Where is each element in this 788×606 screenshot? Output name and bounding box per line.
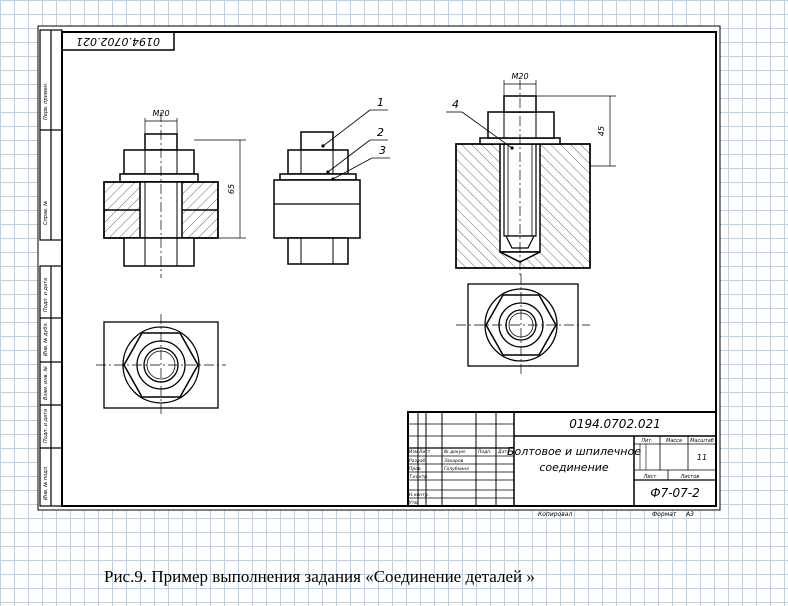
figure-caption: Рис.9. Пример выполнения задания «Соедин…	[104, 567, 535, 586]
side-label-6: Подп. и дата	[43, 409, 49, 443]
col-izm: Изм	[409, 449, 419, 455]
dim-m20-left	[144, 118, 178, 134]
dim-65	[194, 139, 246, 239]
col-doc: № докум.	[443, 449, 466, 455]
dim-45	[536, 95, 616, 167]
callout-2: 2	[377, 126, 384, 139]
scale-label: Масштаб	[690, 438, 714, 444]
row-check-name: Голубкина	[444, 466, 469, 472]
dim-m20-right-label: M20	[511, 72, 528, 81]
side-label-2: Справ. №	[43, 201, 49, 225]
top-stamp-code: 0194.0702.021	[76, 35, 160, 48]
sheets-value: 11	[697, 453, 707, 462]
col-list: Лист	[418, 449, 431, 455]
group-code: Ф7-07-2	[650, 486, 700, 500]
sheet-count-label: Лист	[643, 474, 658, 480]
top-stamp-box: 0194.0702.021	[61, 31, 175, 51]
side-stamp-column	[39, 29, 63, 507]
callout-dot-1	[321, 144, 325, 148]
stud-section-view	[455, 95, 591, 269]
title-block	[407, 411, 717, 507]
side-label-7: Инв. № подл.	[43, 466, 49, 501]
row-tcontrol: Т.контр.	[409, 474, 429, 480]
format-label: Формат	[652, 511, 677, 518]
bolt-exterior-view	[273, 131, 361, 265]
dim-65-label: 65	[227, 184, 236, 194]
dim-m20-right	[503, 80, 537, 96]
side-label-1: Перв. примен.	[43, 82, 49, 120]
side-label-5: Взам. инв. №	[43, 366, 49, 400]
drawing-sheet: Перв. примен. Справ. № Подп. и дата Инв.…	[37, 25, 721, 518]
dim-45-label: 45	[597, 126, 606, 136]
mass-label: Масса	[666, 438, 682, 444]
callout-3: 3	[379, 144, 386, 157]
lit-label: Лит.	[640, 438, 653, 444]
callout-1: 1	[377, 96, 384, 109]
side-label-3: Подп. и дата	[43, 278, 49, 312]
title-line-2: соединение	[539, 461, 609, 474]
sheets-label: Листов	[680, 474, 700, 480]
callout-4: 4	[452, 98, 459, 111]
callout-dot-2	[326, 170, 330, 174]
row-ncontrol: Н.контр.	[409, 492, 429, 498]
callout-dot-4	[510, 146, 514, 150]
side-label-4: Инв. № дубл.	[43, 322, 49, 356]
row-check: Пров.	[409, 466, 422, 472]
row-approve: Утв.	[409, 500, 418, 506]
bolt-plan-view	[96, 314, 226, 416]
paper-outline	[37, 25, 721, 511]
copied-label: Копировал	[538, 511, 572, 518]
col-sign: Подп.	[478, 449, 492, 455]
dim-m20-left-label: M20	[152, 109, 169, 118]
callout-leader-4	[446, 111, 513, 149]
row-dev-name: Захаров	[444, 458, 464, 464]
title-block-code: 0194.0702.021	[569, 417, 661, 431]
row-dev: Разраб.	[409, 458, 427, 464]
format-value: А3	[685, 511, 694, 518]
callout-leaders	[322, 109, 390, 180]
callout-dot-3	[331, 177, 335, 181]
title-line-1: Болтовое и шпилечное	[507, 445, 641, 458]
stud-plan-view	[456, 274, 590, 376]
col-date: Дата	[497, 449, 510, 455]
